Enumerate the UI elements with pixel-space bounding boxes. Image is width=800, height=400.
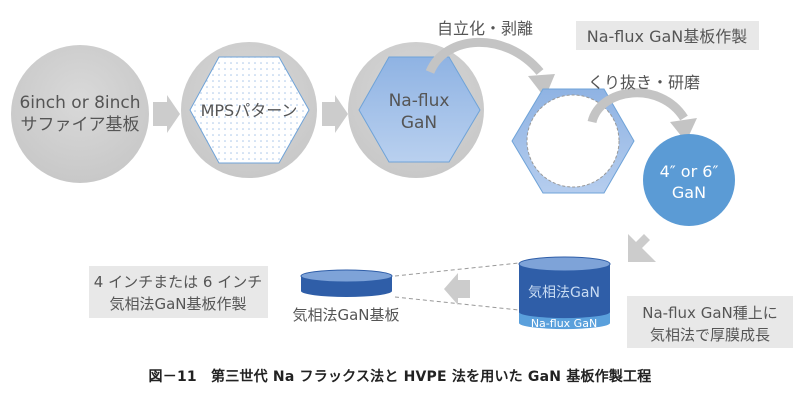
cylinder-top-layer-label: 気相法GaN xyxy=(528,285,600,301)
down-left-arrow-icon xyxy=(628,234,656,262)
final-product-box xyxy=(89,266,268,318)
mps-hexagon xyxy=(189,56,310,164)
naflux-fabrication-title: Na-flux GaN基板作製 xyxy=(576,21,759,50)
mps-pattern-step: MPSパターン xyxy=(181,42,317,178)
curved-arrow-cutout-icon xyxy=(587,88,697,142)
sapphire-label-line2: サファイア基板 xyxy=(21,115,140,135)
naflux-fabrication-text: Na-flux GaN基板作製 xyxy=(587,27,748,46)
vapor-growth-box xyxy=(627,296,793,348)
vapor-growth-line1: Na-flux GaN種上に xyxy=(642,304,777,322)
vapor-growth-line2: 気相法で厚膜成長 xyxy=(650,326,770,344)
right-arrow-icon xyxy=(322,95,348,133)
naflux-gan-step: Na-flux GaN xyxy=(348,42,484,178)
mps-label: MPSパターン xyxy=(201,101,298,120)
gan-wafer-label-line2: GaN xyxy=(672,183,706,202)
figure-caption: 図－11 第三世代 Na フラックス法と HVPE 法を用いた GaN 基板作製… xyxy=(148,369,652,385)
naflux-hexagon xyxy=(358,56,481,163)
cutout-dashed-circle xyxy=(526,94,620,188)
disk-top xyxy=(300,269,393,283)
cylinder-bottom-layer-label: Na-flux GaN xyxy=(531,317,597,330)
disk-label: 気相法GaN基板 xyxy=(292,306,399,324)
sapphire-label-line1: 6inch or 8inch xyxy=(19,93,140,113)
freestanding-label: 自立化・剥離 xyxy=(437,19,533,38)
sapphire-wafer-circle xyxy=(11,45,149,183)
final-product-line1: 4 インチまたは 6 インチ xyxy=(94,273,262,291)
curved-arrow-freestanding-icon xyxy=(425,37,555,98)
cylinder-top xyxy=(518,256,611,272)
left-arrow-icon xyxy=(444,273,470,305)
gan-wafer-step: 4″ or 6″ GaN xyxy=(643,134,735,226)
cylinder-vapor-layer xyxy=(519,264,610,319)
naflux-label-line1: Na-flux xyxy=(389,91,450,111)
cutout-label: くり抜き・研磨 xyxy=(588,73,700,92)
vapor-growth-note: Na-flux GaN種上に 気相法で厚膜成長 xyxy=(627,296,793,348)
gan-wafer-circle xyxy=(643,134,735,226)
right-arrow-icon xyxy=(153,95,180,133)
naflux-label-line2: GaN xyxy=(401,113,437,133)
sapphire-substrate-step: 6inch or 8inch サファイア基板 xyxy=(11,45,149,183)
vapor-gan-disk xyxy=(300,269,393,297)
freestanding-hexagon-step xyxy=(511,88,635,194)
final-product-line2: 気相法GaN基板作製 xyxy=(109,295,246,313)
naflux-fabrication-box xyxy=(576,21,759,50)
gan-wafer-label-line1: 4″ or 6″ xyxy=(660,162,719,181)
final-product-note: 4 インチまたは 6 インチ 気相法GaN基板作製 xyxy=(89,266,268,318)
layered-cylinder: 気相法GaN Na-flux GaN xyxy=(518,256,611,330)
